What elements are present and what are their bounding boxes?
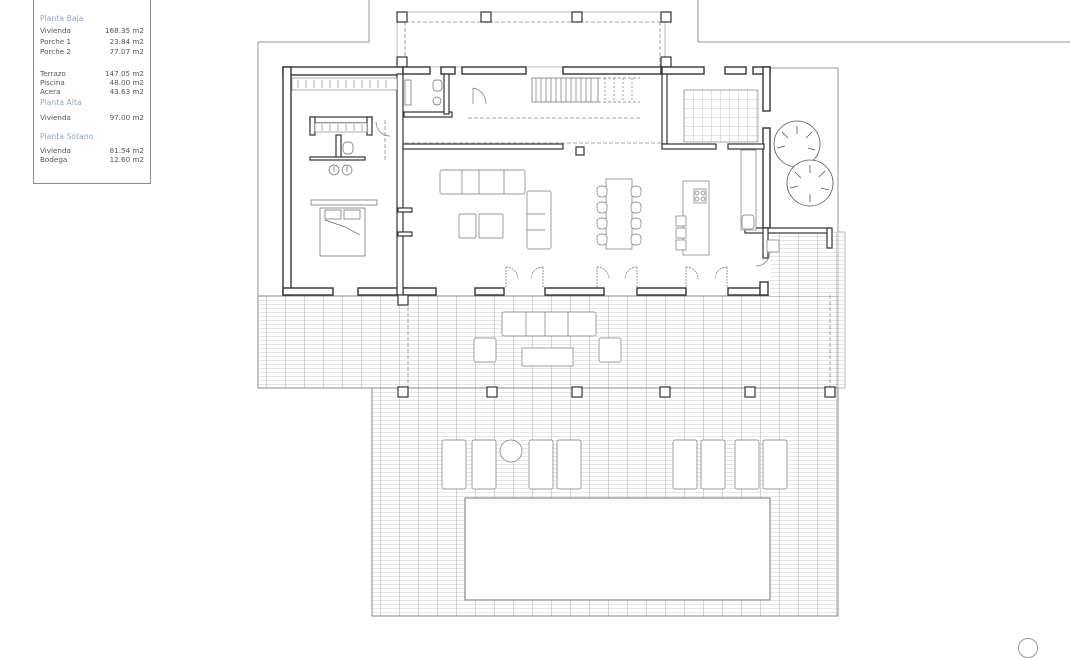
legend-value: 43.63 m2 (109, 87, 144, 96)
column (660, 11, 672, 23)
kitchen-island (675, 149, 780, 256)
north-arrow-icon (1018, 638, 1038, 658)
swimming-pool (464, 497, 771, 601)
column (571, 11, 583, 23)
legend-value: 48.00 m2 (109, 78, 144, 87)
wardrobe (291, 77, 398, 133)
legend-label: Piscina (40, 78, 65, 87)
column (480, 11, 492, 23)
column (396, 56, 408, 68)
legend-heading-planta-sotano: Planta Sótano (40, 132, 94, 141)
legend-label: Acera (40, 87, 61, 96)
legend-value: 168.35 m2 (104, 26, 144, 35)
legend-label: Porche 1 (40, 37, 72, 46)
bathroom-fixtures (328, 79, 443, 176)
upper-floor-outline (384, 117, 831, 389)
terrace-lounge-furniture (473, 311, 622, 367)
legend-label: Porche 2 (40, 47, 72, 56)
legend-value: 147.05 m2 (104, 69, 144, 78)
legend-value: 77.07 m2 (109, 47, 144, 56)
column (660, 56, 672, 68)
porch-columns (397, 146, 836, 398)
legend-label: Terrazo (40, 69, 66, 78)
legend-value: 97.00 m2 (109, 113, 144, 122)
column (396, 11, 408, 23)
legend-label: Vivienda (40, 146, 71, 155)
sun-loungers (441, 439, 788, 490)
legend-label: Vivienda (40, 113, 71, 122)
pantry-tiled-floor (683, 89, 759, 143)
area-legend: Planta Baja Vivienda 168.35 m2 Porche 1 23… (33, 0, 151, 184)
legend-value: 23.84 m2 (109, 37, 144, 46)
legend-heading-planta-baja: Planta Baja (40, 14, 84, 23)
legend-heading-planta-alta: Planta Alta (40, 98, 82, 107)
legend-label: Bodega (40, 155, 68, 164)
interior-walls (309, 73, 833, 296)
exterior-walls (282, 66, 771, 296)
trees (773, 120, 834, 207)
staircase (531, 77, 640, 103)
dining-table-with-chairs (596, 178, 642, 250)
legend-value: 12.60 m2 (109, 155, 144, 164)
front-porch-pergola (396, 11, 672, 68)
living-room-furniture (439, 169, 552, 250)
double-bed (310, 199, 378, 257)
legend-label: Vivienda (40, 26, 71, 35)
site-outline (257, 0, 1070, 296)
legend-value: 81.54 m2 (109, 146, 144, 155)
